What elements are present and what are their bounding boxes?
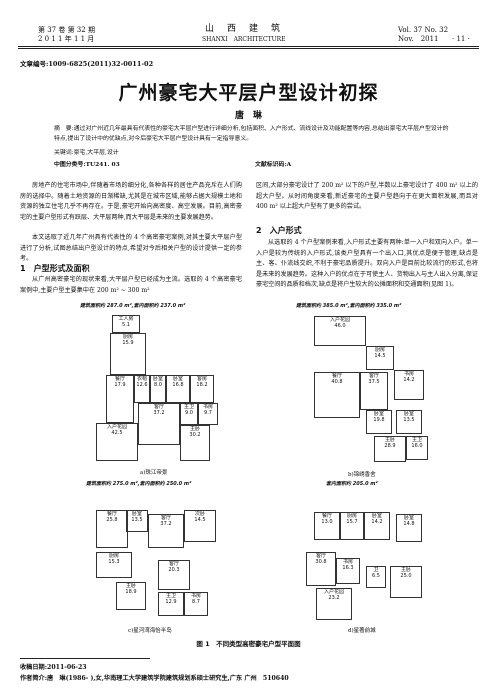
section-heading-2: 2 入户形式	[256, 226, 302, 235]
author-name: 唐 琳	[234, 111, 262, 121]
figure-c-area: 建筑面积约 275.0 m²,套内面积约 250.0 m²	[86, 481, 192, 487]
figure-c-caption: c)星河湾海怡半岛	[128, 628, 172, 634]
figure-a-area: 建筑面积约 287.0 m²,套内面积约 237.0 m²	[80, 303, 186, 309]
body-left-paragraph-1: 房地产的住宅市场中,伴随着市场的细分化,各种各样的居住产品充斥在人们购房的选择中…	[20, 182, 242, 221]
body-left-paragraph-3: 从广州高密豪宅的现状来看,大平层户型已经成为主流。选取的 4 个高密豪宅案例中,…	[20, 276, 242, 294]
header-date: 2 0 1 1 年 1 1 月	[38, 35, 95, 43]
header-vol-issue-en: Vol. 37 No. 32	[398, 26, 449, 34]
figure-d-caption: d)星著前城	[348, 628, 376, 634]
figure-b-area: 建筑面积约 385.0 m²,套内面积约 335.0 m²	[296, 303, 402, 309]
body-right-paragraph-1: 区间,大部分豪宅设计了 200 m² 以下的户型,半数以上豪宅设计了 400 m…	[256, 182, 478, 210]
abstract: 摘 要:通过对广州近几年最具有代表性的豪宅大平层户型进行详细分析,包括面积、入户…	[54, 126, 449, 142]
figure-a-caption: a)珠江帝景	[140, 470, 168, 476]
header-rule	[18, 46, 479, 47]
received-date: 收稿日期:2011-06-23	[20, 664, 87, 671]
figure-caption: 图 1 不同类型高密豪宅户型平面图	[196, 640, 301, 648]
article-number: 文章编号:1009-6825(2011)32-0011-02	[20, 60, 154, 68]
document-code: 文献标识码:A	[255, 161, 292, 168]
header-date-en: Nov. 2011	[398, 35, 439, 43]
body-right-paragraph-2: 从选取的 4 个户型案例来看,入户形式主要有两种:单一入户和双向入户。单一入户是…	[256, 239, 478, 288]
header-journal-en: SHANXI ARCHITECTURE	[202, 36, 286, 43]
article-title: 广州豪宅大平层户型设计初探	[118, 82, 379, 104]
section-heading-1: 1 户型形式及面积	[20, 264, 90, 273]
body-left-paragraph-2: 本文选取了近几年广州具有代表性的 4 个高密豪宅案例,对其主要大平层户型进行了分…	[20, 234, 242, 262]
header-rule-2	[18, 48, 479, 49]
header-vol-issue: 第 37 卷 第 32 期	[38, 26, 95, 34]
header-page-number: · 11 ·	[452, 35, 470, 43]
header-journal-cn: 山 西 建 筑	[205, 24, 283, 34]
footer-rule	[20, 658, 150, 659]
clc-number: 中图分类号:TU241. 03	[54, 161, 120, 168]
figure-b-caption: b)锦绣香舍	[348, 472, 376, 478]
author-bio: 作者简介:唐 琳(1986- ),女,华南理工大学建筑学院建筑规划系硕士研究生,…	[20, 675, 289, 682]
figure-d-area: 套内面积约 205.0 m²	[326, 481, 378, 487]
keywords: 关键词:豪宅,大平层,设计	[54, 150, 119, 156]
